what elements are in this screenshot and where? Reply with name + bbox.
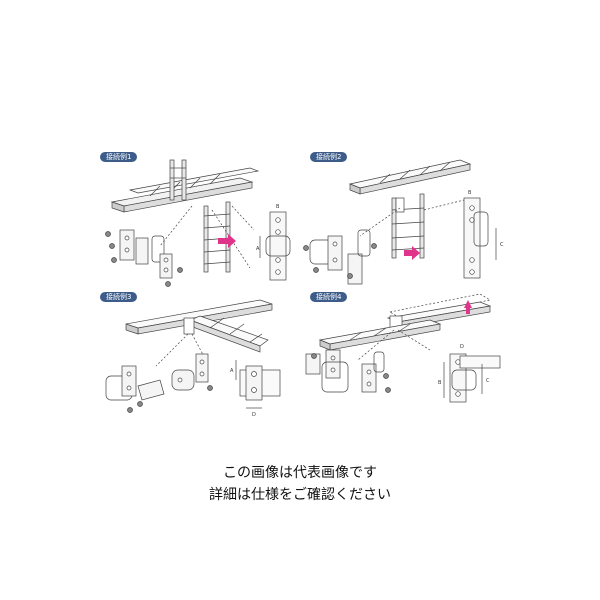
- dim-c-2: C: [500, 242, 504, 248]
- panel-3-drawing: A D: [105, 299, 281, 418]
- panel-1-arrow: [218, 234, 236, 248]
- dim-c-4: C: [486, 378, 490, 384]
- panel-2-drawing: B C: [303, 159, 504, 285]
- dim-a-3: A: [230, 368, 234, 374]
- panel-1-label: 接続例1: [100, 152, 138, 162]
- panel-4-label: 接続例4: [310, 292, 348, 302]
- panel-2-label: 接続例2: [310, 152, 348, 162]
- panel-2: 接続例2: [300, 150, 510, 290]
- panel-1: 接続例1: [100, 150, 300, 290]
- caption-line-1: この画像は代表画像です: [223, 465, 377, 481]
- dim-d-4: D: [460, 344, 464, 350]
- panel-1-drawing: A B: [105, 159, 291, 287]
- dim-a-1: A: [256, 246, 260, 252]
- panel-3-label: 接続例3: [100, 292, 138, 302]
- caption-line-2: 詳細は仕様をご確認ください: [209, 487, 391, 503]
- dim-b-1: B: [276, 204, 280, 210]
- panel-3: 接続例3: [100, 290, 300, 420]
- panel-4-drawing: D B C: [305, 293, 501, 403]
- dim-b-2: B: [468, 190, 472, 196]
- panel-4-arrow: [464, 300, 472, 314]
- panel-2-arrow: [404, 246, 420, 260]
- dim-b-4: B: [438, 380, 442, 386]
- panel-4: 接続例4: [300, 290, 510, 420]
- dim-d-3: D: [252, 412, 256, 418]
